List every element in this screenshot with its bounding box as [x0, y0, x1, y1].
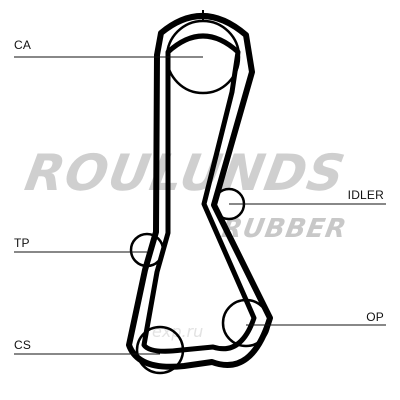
pulley-op: [221, 298, 271, 348]
belt-outer-outline: [126, 13, 273, 370]
label-tp: TP: [14, 236, 30, 250]
pulley-tp: [129, 232, 165, 268]
label-op: OP: [366, 310, 384, 324]
label-cs: CS: [14, 338, 32, 352]
belt-inner-outline: [141, 33, 257, 354]
label-ca: CA: [14, 38, 32, 52]
label-idler: IDLER: [347, 188, 384, 202]
pulley-cs: [135, 325, 185, 375]
